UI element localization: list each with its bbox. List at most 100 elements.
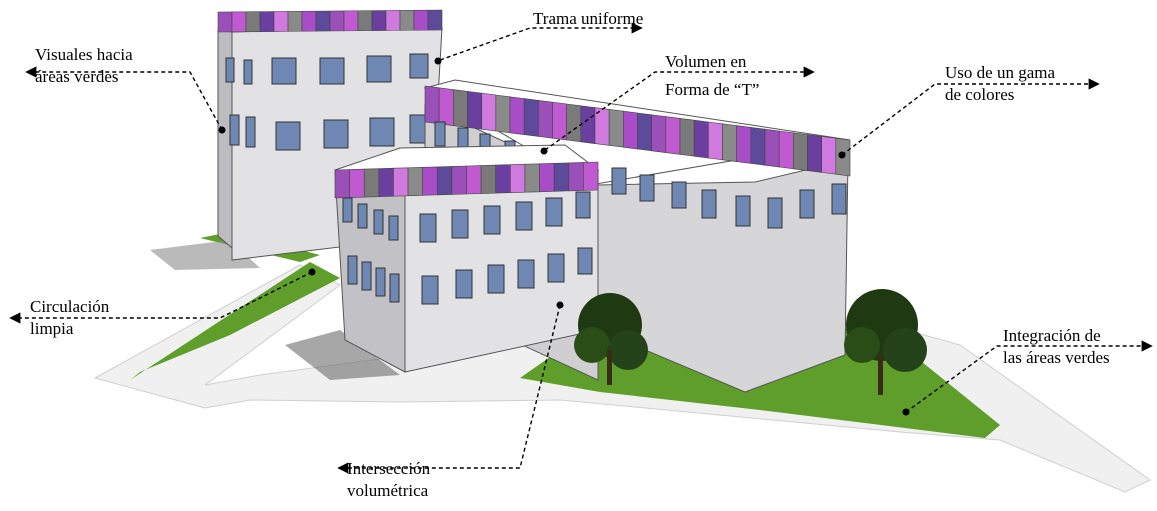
- window: [375, 267, 386, 297]
- leader-interseccion: [337, 304, 561, 474]
- band-panel: [793, 132, 808, 171]
- tree-left: [574, 293, 648, 385]
- band-panel: [665, 116, 681, 155]
- band-panel: [510, 163, 526, 193]
- window: [271, 57, 297, 85]
- band-panel: [580, 105, 596, 144]
- window: [225, 57, 235, 83]
- band-panel: [764, 128, 780, 168]
- band-panel: [539, 163, 555, 193]
- window: [275, 121, 301, 151]
- leader-volumen: [544, 66, 815, 151]
- band-panel: [821, 136, 837, 175]
- band-panel: [608, 109, 624, 148]
- window: [388, 215, 399, 241]
- band-panel: [245, 11, 261, 33]
- leader-uso: [841, 78, 1100, 156]
- window: [409, 53, 429, 79]
- window: [366, 55, 392, 83]
- band-panel: [393, 167, 409, 197]
- window: [767, 197, 783, 229]
- band-panel: [750, 127, 766, 166]
- band-panel: [287, 10, 303, 32]
- shadow-area: [285, 330, 400, 380]
- band-panel: [509, 96, 525, 135]
- band-panel: [422, 166, 438, 196]
- band-panel: [301, 10, 317, 32]
- label-trama-uniforme: Trama uniforme: [533, 8, 643, 30]
- band-panel: [523, 98, 539, 137]
- window: [342, 197, 353, 223]
- window: [373, 209, 384, 235]
- band-panel: [357, 10, 373, 32]
- label-line: Uso de un gama: [945, 63, 1056, 82]
- window: [389, 273, 400, 303]
- label-line: Visuales hacia: [35, 45, 133, 64]
- band-panel: [453, 89, 468, 128]
- band-panel: [722, 123, 737, 162]
- band-panel: [363, 168, 380, 198]
- window: [831, 183, 847, 215]
- front-windows: [342, 191, 593, 305]
- band-panel: [480, 164, 497, 194]
- window: [361, 261, 372, 291]
- window: [347, 255, 358, 285]
- label-line: Forma de “T”: [665, 80, 760, 99]
- band-panel: [413, 9, 429, 31]
- window: [451, 209, 469, 239]
- label-line: las áreas verdes: [1003, 348, 1110, 367]
- band-panel: [329, 10, 345, 32]
- band-panel: [334, 169, 350, 199]
- window: [434, 121, 446, 147]
- window: [735, 195, 751, 227]
- window: [483, 205, 501, 235]
- band-panel: [349, 168, 365, 198]
- label-interseccion: Intersección volumétrica: [347, 458, 430, 502]
- window: [545, 197, 563, 227]
- band-panel: [259, 11, 275, 32]
- window: [577, 247, 593, 275]
- band-panel: [693, 119, 709, 159]
- leader-circulacion: [9, 271, 313, 324]
- band-panel: [343, 10, 359, 32]
- band-panel: [407, 167, 423, 197]
- band-panel: [273, 11, 289, 32]
- band-panel: [708, 121, 723, 161]
- band-panel: [568, 162, 584, 192]
- band-panel: [451, 165, 467, 195]
- band-panel: [436, 166, 453, 196]
- band-panel: [736, 125, 752, 164]
- label-uso-colores: Uso de un gama de colores: [945, 62, 1055, 106]
- label-line: de colores: [945, 85, 1015, 104]
- window: [369, 117, 395, 147]
- leader-integracion: [905, 340, 1153, 413]
- label-integracion: Integración de las áreas verdes: [1003, 325, 1110, 369]
- band-panel: [378, 167, 394, 197]
- leader-visuales: [25, 66, 223, 131]
- band-panel: [424, 85, 440, 125]
- window: [547, 253, 565, 283]
- window: [455, 269, 473, 299]
- label-line: Circulación: [30, 297, 110, 316]
- band-panel: [438, 87, 454, 126]
- window: [611, 167, 627, 195]
- window: [517, 259, 535, 289]
- window: [419, 213, 437, 243]
- band-panel: [778, 130, 794, 170]
- window: [357, 203, 368, 229]
- band-panel: [637, 112, 652, 152]
- label-volumen: Volumen en Forma de “T”: [665, 51, 759, 101]
- front-color-band: [334, 161, 599, 199]
- band-panel: [466, 165, 482, 195]
- band-panel: [583, 161, 599, 191]
- window: [515, 201, 533, 231]
- band-panel: [481, 92, 497, 132]
- tower-color-band: [217, 9, 443, 33]
- tree-right: [844, 289, 927, 395]
- band-panel: [651, 114, 667, 153]
- window: [229, 114, 240, 146]
- band-panel: [427, 9, 443, 31]
- band-panel: [679, 118, 695, 157]
- label-line: áreas verdes: [35, 67, 119, 86]
